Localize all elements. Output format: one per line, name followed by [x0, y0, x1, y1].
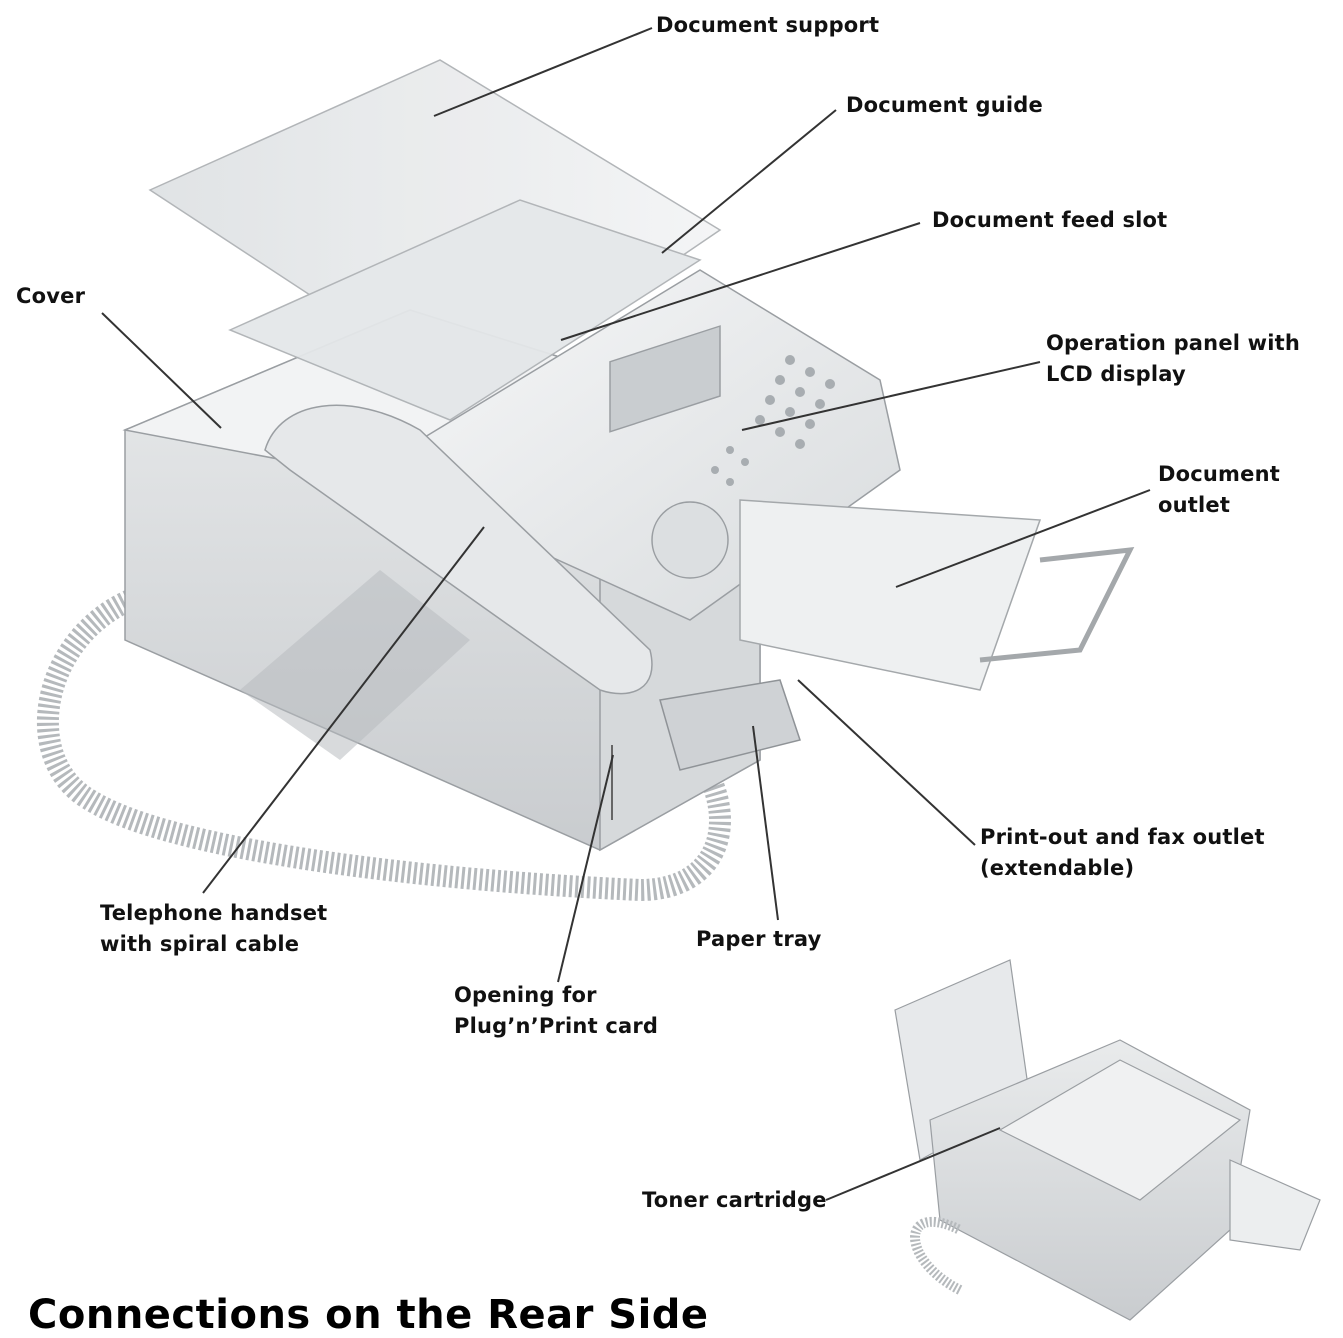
leader-lines	[101, 27, 1151, 1201]
label-paper-tray: Paper tray	[696, 924, 822, 955]
text-opening-2: Plug’n’Print card	[454, 1014, 659, 1038]
label-document-outlet: Document outlet	[1158, 459, 1280, 521]
telephone-handset	[264, 404, 653, 695]
text-document-outlet-2: outlet	[1158, 493, 1231, 517]
lcd-display	[609, 325, 721, 433]
leader-printout-outlet	[797, 679, 976, 846]
leader-operation-panel	[741, 361, 1041, 431]
text-operation-panel-1: Operation panel with	[1046, 331, 1301, 355]
label-document-support: Document support	[656, 10, 879, 41]
leader-opening	[557, 754, 614, 983]
text-document-outlet-1: Document	[1158, 462, 1280, 486]
text-handset-1: Telephone handset	[100, 901, 328, 925]
text-operation-panel-2: LCD display	[1046, 362, 1186, 386]
text-document-feed-slot: Document feed slot	[932, 208, 1168, 232]
text-printout-outlet-1: Print-out and fax outlet	[980, 825, 1265, 849]
leader-document-support	[433, 27, 653, 117]
leader-document-outlet	[895, 489, 1151, 588]
text-document-support: Document support	[656, 13, 880, 37]
navigation-wheel	[651, 501, 729, 579]
small-fax-illustration	[894, 959, 1321, 1321]
leader-paper-tray	[752, 725, 779, 921]
speaker-grille	[240, 570, 470, 760]
label-cover: Cover	[16, 281, 85, 312]
label-opening: Opening for Plug’n’Print card	[454, 980, 658, 1042]
label-toner-cartridge: Toner cartridge	[642, 1185, 827, 1216]
leader-handset	[202, 526, 485, 894]
text-handset-2: with spiral cable	[100, 932, 300, 956]
text-paper-tray: Paper tray	[696, 927, 822, 951]
text-opening-1: Opening for	[454, 983, 597, 1007]
paper-tray-part	[659, 679, 801, 771]
document-support	[148, 59, 722, 421]
text-printout-outlet-2: (extendable)	[980, 856, 1135, 880]
label-operation-panel: Operation panel with LCD display	[1046, 328, 1300, 390]
label-printout-outlet: Print-out and fax outlet (extendable)	[980, 822, 1265, 884]
leader-document-feed-slot	[560, 222, 921, 341]
keypad	[711, 355, 835, 486]
leader-toner	[825, 1127, 1001, 1201]
text-cover: Cover	[16, 284, 86, 308]
text-document-guide: Document guide	[846, 93, 1043, 117]
leader-document-guide	[661, 109, 837, 254]
leader-cover	[101, 312, 222, 429]
label-handset: Telephone handset with spiral cable	[100, 898, 327, 960]
text-toner-cartridge: Toner cartridge	[642, 1188, 827, 1212]
label-document-guide: Document guide	[846, 90, 1043, 121]
document-outlet-tray	[739, 499, 1135, 691]
section-heading: Connections on the Rear Side	[28, 1292, 709, 1338]
label-document-feed-slot: Document feed slot	[932, 205, 1167, 236]
